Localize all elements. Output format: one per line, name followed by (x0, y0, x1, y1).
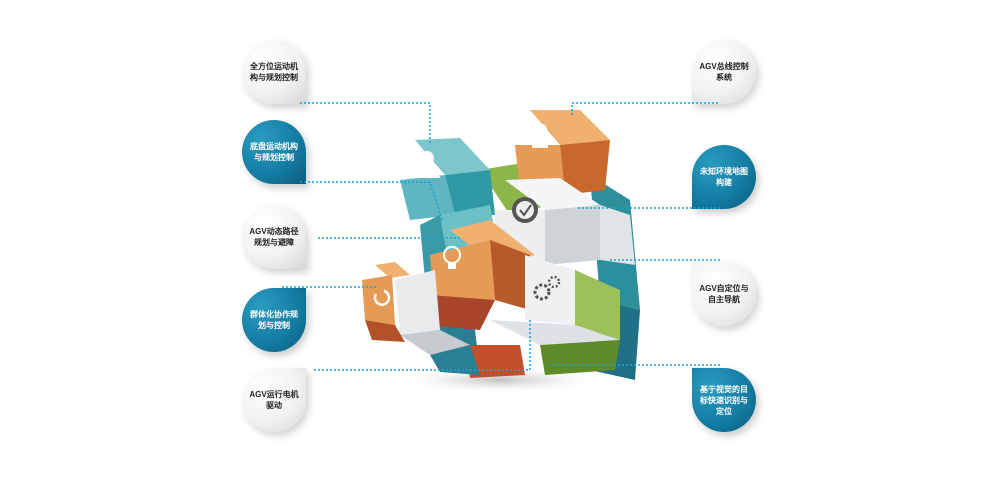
bubble-bus-control: AGV总线控制系统 (692, 40, 756, 104)
connector-line (314, 318, 531, 371)
bubble-self-localization: AGV自定位与自主导航 (692, 262, 756, 326)
bubble-label: 群体化协作规划与控制 (250, 310, 298, 330)
bubble-label: AGV动态路径规划与避障 (249, 227, 299, 247)
bubble-group-collab: 群体化协作规划与控制 (242, 288, 306, 352)
bubble-label: AGV自定位与自主导航 (699, 284, 749, 304)
lightbulb-icon (443, 246, 461, 269)
bubble-map-build: 未知环境地图构建 (692, 145, 756, 209)
connector-line (300, 181, 443, 221)
bubble-label: 底盘运动机构与规划控制 (250, 142, 298, 162)
bubble-vision-recognition: 基于视觉的目标快速识别与定位 (692, 368, 756, 432)
lock-icon (532, 123, 548, 148)
connector-line (300, 102, 431, 143)
gears-icon (533, 275, 561, 301)
bubble-label: 基于视觉的目标快速识别与定位 (700, 384, 748, 416)
bubble-label: 未知环境地图构建 (700, 167, 748, 187)
bubble-label: AGV运行电机驱动 (249, 390, 299, 410)
user-cube (400, 175, 455, 220)
bubble-motor-drive: AGV运行电机驱动 (242, 368, 306, 432)
refresh-icon (373, 289, 391, 306)
user-icon (413, 151, 441, 178)
bubble-label: AGV总线控制系统 (699, 62, 749, 82)
check-clock-icon (512, 197, 538, 223)
connector-line (571, 102, 720, 115)
bubble-chassis-motion: 底盘运动机构与规划控制 (242, 120, 306, 184)
bubble-path-planning: AGV动态路径规划与避障 (242, 205, 306, 269)
bubble-label: 全方位运动机构与规划控制 (250, 62, 298, 82)
bubble-omni-motion: 全方位运动机构与规划控制 (242, 40, 306, 104)
lightbulb-cube (430, 240, 495, 310)
